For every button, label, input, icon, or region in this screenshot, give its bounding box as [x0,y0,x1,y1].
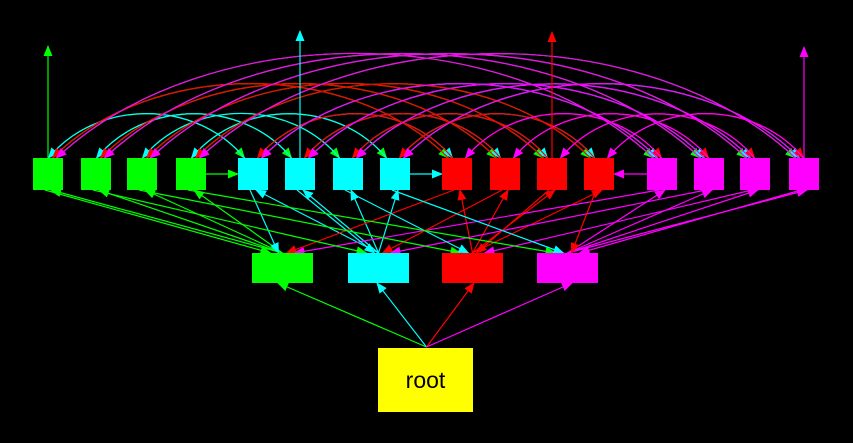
edge-G-g3 [144,189,283,254]
node-c2[interactable] [285,158,315,190]
edge-r4-M [570,189,597,254]
arc-r3-c3 [351,113,548,159]
arc-g2-m2 [104,53,702,159]
arc-m4-c4 [402,83,800,159]
edge-G-g2 [98,188,283,254]
arc-c1-g1 [47,113,245,159]
edge-m2-C [389,189,707,256]
arc-m2-g2 [103,53,701,159]
node-g2[interactable] [81,158,111,190]
edge-R-r2 [471,189,509,254]
edge-m4-M [578,189,802,255]
edge-M-m3 [567,188,759,254]
arc-r2-c2 [303,113,501,159]
arc-m3-r3 [559,113,755,159]
node-R[interactable] [442,253,503,283]
edge-root-R [426,282,475,348]
nodes-layer [33,158,819,283]
node-r3[interactable] [537,158,567,190]
node-g1[interactable] [33,158,63,190]
node-m3[interactable] [740,158,770,190]
node-m1[interactable] [647,158,677,190]
edge-g3-R [138,189,462,256]
edge-r2-C [381,189,503,254]
arc-g1-m1 [56,52,655,159]
edge-c2-C [296,189,376,254]
edge-R-r1 [457,189,474,254]
arc-m1-g1 [55,52,654,159]
arc-g4-m4 [199,53,797,159]
arc-c4-m4 [403,83,801,159]
arc-m3-g3 [149,53,747,159]
edge-C-c4 [377,189,400,254]
arc-m1-r1 [464,113,662,159]
root-label: root [406,367,446,393]
edge-root-G [277,282,427,348]
arc-g3-m3 [150,53,748,159]
node-c4[interactable] [380,158,410,190]
arc-c2-g2 [95,113,292,159]
root-rect[interactable] [378,348,473,412]
node-c3[interactable] [333,158,363,190]
arc-c4-g4 [190,113,387,159]
node-g4[interactable] [176,158,206,190]
edge-g2-C [92,189,368,256]
root-node[interactable]: root [378,348,473,412]
node-m2[interactable] [694,158,724,190]
edge-M-m2 [567,189,713,254]
edge-c4-M [391,189,565,254]
node-G[interactable] [252,253,313,283]
node-M[interactable] [537,253,598,283]
edge-m3-R [483,189,753,256]
node-g3[interactable] [127,158,157,190]
edge-r3-R [475,189,550,254]
node-r2[interactable] [490,158,520,190]
edge-R-r3 [472,189,556,254]
edge-root-C [376,282,427,348]
arc-m2-r2 [512,113,709,159]
node-c1[interactable] [238,158,268,190]
arc-r1-c1 [256,113,453,159]
edges-layer [43,30,809,348]
edge-C-c2 [302,189,379,254]
edge-G-g1 [50,188,283,254]
node-m4[interactable] [789,158,819,190]
edge-C-c3 [350,189,380,254]
edge-M-m4 [567,188,808,254]
arc-c3-g3 [141,112,340,159]
arc-m4-r4 [606,113,804,159]
edge-g1-G [44,189,272,255]
edge-g4-M [187,189,557,256]
edge-c3-R [344,189,470,254]
edge-root-M [426,282,573,348]
node-r4[interactable] [584,158,614,190]
node-r1[interactable] [442,158,472,190]
node-C[interactable] [348,253,409,283]
arc-m4-g4 [198,53,796,159]
edge-c1-G [249,189,280,254]
edge-G-g4 [193,189,283,254]
arc-r4-c4 [398,113,595,159]
